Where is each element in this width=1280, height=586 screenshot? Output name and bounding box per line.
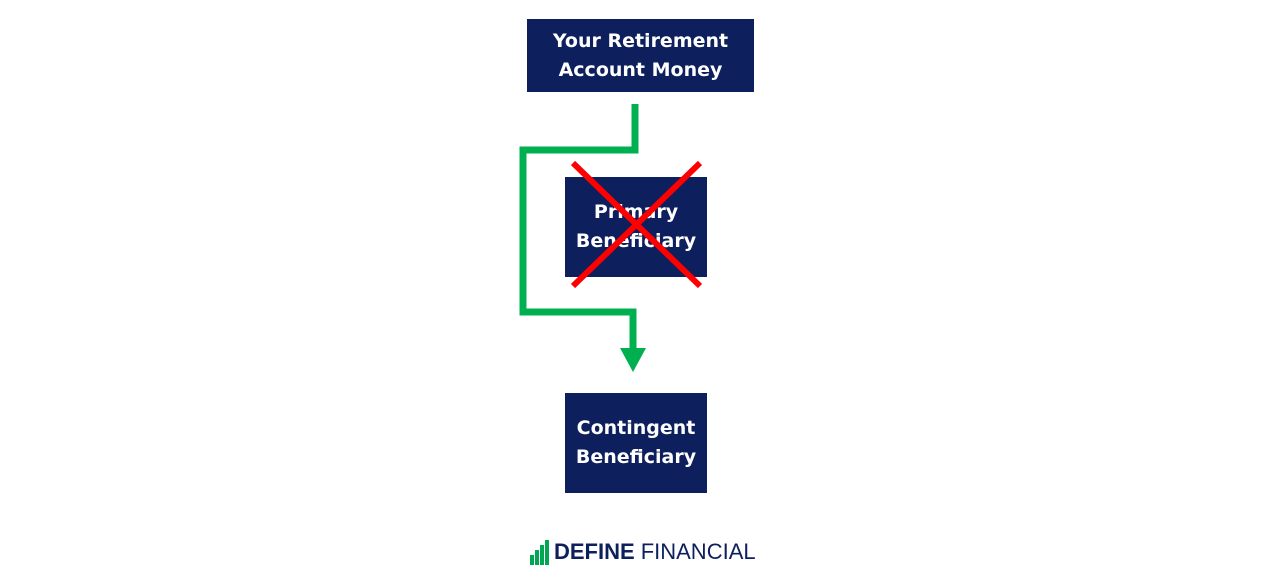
node-contingent-beneficiary: Contingent Beneficiary <box>565 393 707 493</box>
node-label-line-1: Contingent <box>576 417 696 439</box>
node-label-line-2: Beneficiary <box>575 230 697 252</box>
node-label-line-1: Your Retirement <box>552 29 729 52</box>
node-label-line-2: Beneficiary <box>575 446 697 468</box>
node-label-line-1: Primary <box>593 201 679 223</box>
node-primary-beneficiary: Primary Beneficiary <box>565 177 707 277</box>
node-retirement-account-money: Your Retirement Account Money <box>527 19 754 92</box>
brand-word-financial: FINANCIAL <box>640 539 756 564</box>
node-label-line-2: Account Money <box>558 58 723 81</box>
arrow-down-icon <box>620 348 646 372</box>
bar-chart-logo-icon <box>530 540 549 565</box>
brand-word-define: DEFINE <box>554 539 635 564</box>
